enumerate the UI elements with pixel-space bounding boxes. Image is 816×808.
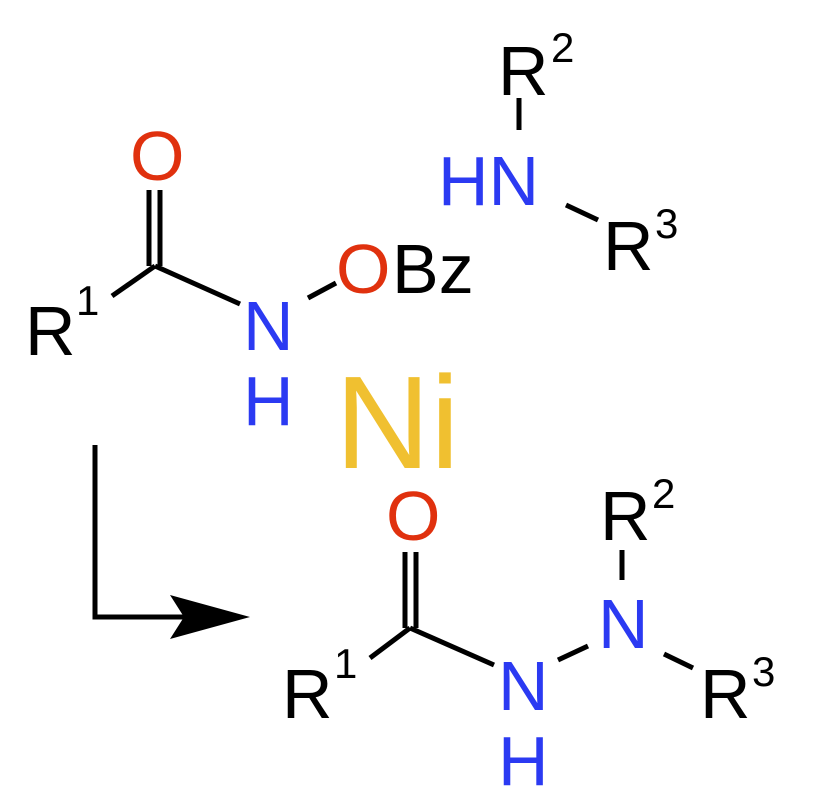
r1-label: R <box>25 292 76 370</box>
product-r3-label: R <box>700 655 751 733</box>
reaction-arrow <box>92 445 250 639</box>
product-amine-nitrogen: N <box>598 585 649 663</box>
product-r2-label: R <box>600 477 651 555</box>
reactant-amine: R 2 HN R 3 <box>438 24 678 285</box>
bond-r1-carbonyl-c <box>110 263 157 299</box>
catalyst-nickel-label: Ni <box>335 349 460 496</box>
r2-label: R <box>498 32 549 110</box>
arrow-shaft <box>92 445 190 620</box>
bond-carbonyl-c-n <box>153 263 242 307</box>
r2-superscript: 2 <box>551 24 574 71</box>
product-bond-carbonyl-c-n <box>408 625 496 668</box>
product-r1-label: R <box>282 655 333 733</box>
amide-hydrogen: H <box>243 362 294 440</box>
reactant-amide: R 1 O N H O Bz <box>25 117 474 440</box>
product-r1-superscript: 1 <box>334 640 357 687</box>
r1-superscript: 1 <box>76 277 99 324</box>
product-bond-n-r3 <box>662 651 695 671</box>
ester-oxygen: O <box>336 230 390 308</box>
product-amide-hydrogen: H <box>498 722 549 800</box>
product-bond-n-n <box>556 643 590 663</box>
product-amide-nitrogen: N <box>498 647 549 725</box>
benzoyl-label: Bz <box>392 230 474 308</box>
product-r3-superscript: 3 <box>752 648 775 695</box>
amide-nitrogen: N <box>243 287 294 365</box>
arrow-head <box>170 595 250 639</box>
product-hydrazide: R 1 O N H N R 2 R 3 <box>282 470 775 800</box>
amine-hn-label: HN <box>438 142 539 220</box>
r3-label: R <box>603 207 654 285</box>
carbonyl-oxygen: O <box>130 117 184 195</box>
product-bond-r1-carbonyl-c <box>368 626 412 660</box>
product-carbonyl-oxygen: O <box>386 477 440 555</box>
product-r2-superscript: 2 <box>652 470 675 517</box>
bond-n-r3 <box>564 202 600 223</box>
bond-n-o <box>306 280 338 301</box>
r3-superscript: 3 <box>655 200 678 247</box>
